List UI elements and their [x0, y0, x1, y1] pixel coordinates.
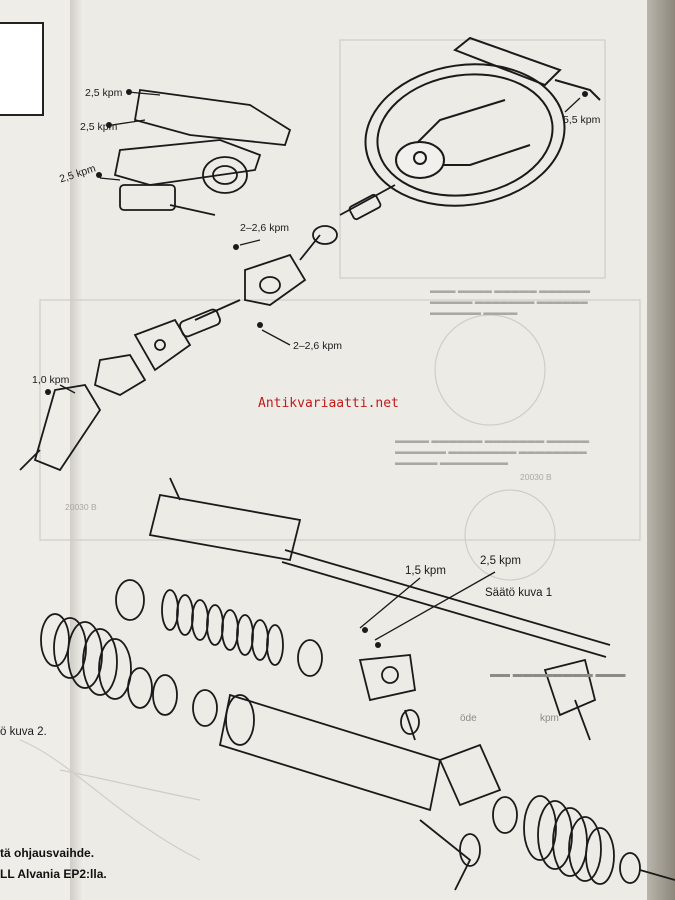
- label-torque-rack-a: 1,5 kpm: [405, 565, 446, 577]
- faint-background-kpm: kpm: [540, 713, 559, 724]
- column-bracket: [113, 88, 292, 216]
- label-torque-flange: 1,0 kpm: [32, 374, 70, 386]
- book-cover-edge: [647, 0, 675, 900]
- steering-wheel: [364, 36, 601, 207]
- label-torque-rack-b: 2,5 kpm: [480, 555, 521, 567]
- label-torque-joint-a: 2–2,6 kpm: [240, 222, 290, 234]
- bottom-text-line-2: LL Alvania EP2:lla.: [0, 867, 107, 881]
- facing-page-box: [0, 22, 44, 116]
- label-torque-joint-b: 2–2,6 kpm: [293, 340, 343, 352]
- faint-background-text-2: ▬▬▬▬ ▬▬▬▬▬▬ ▬▬▬▬▬▬▬ ▬▬▬▬▬▬▬▬▬▬▬ ▬▬▬▬▬▬▬▬…: [395, 435, 590, 468]
- book-gutter: [70, 0, 84, 900]
- fastener-dots: [45, 89, 588, 648]
- faint-background-figures: [19, 39, 641, 861]
- faint-background-code-2: 20030 B: [520, 472, 552, 482]
- faint-background-heading: ▬▬ ▬▬▬▬▬▬▬▬ ▬▬▬: [490, 669, 626, 680]
- steering-rack: [40, 477, 675, 891]
- bottom-text-line-1: tä ohjausvaihde.: [0, 846, 95, 860]
- label-torque-wheel: 5,5 kpm: [563, 114, 601, 126]
- left-boot: [40, 613, 132, 700]
- label-torque-top-1: 2,5 kpm: [85, 87, 123, 99]
- label-adjust-reference: Säätö kuva 1: [485, 587, 553, 599]
- faint-background-heading-2: öde: [460, 713, 477, 724]
- faint-background-code-1: 20030 B: [65, 502, 97, 512]
- coil-spring: [161, 589, 284, 666]
- steering-shaft: [19, 184, 396, 472]
- label-torque-top-2: 2,5 kpm: [80, 121, 118, 133]
- label-adjust-reference-left: ö kuva 2.: [0, 726, 47, 738]
- faint-background-text-1: ▬▬▬ ▬▬▬▬ ▬▬▬▬▬ ▬▬▬▬▬▬▬▬▬▬▬ ▬▬▬▬▬▬▬ ▬▬▬▬▬…: [430, 285, 591, 318]
- right-boot: [523, 795, 615, 885]
- watermark: Antikvariaatti.net: [258, 396, 399, 411]
